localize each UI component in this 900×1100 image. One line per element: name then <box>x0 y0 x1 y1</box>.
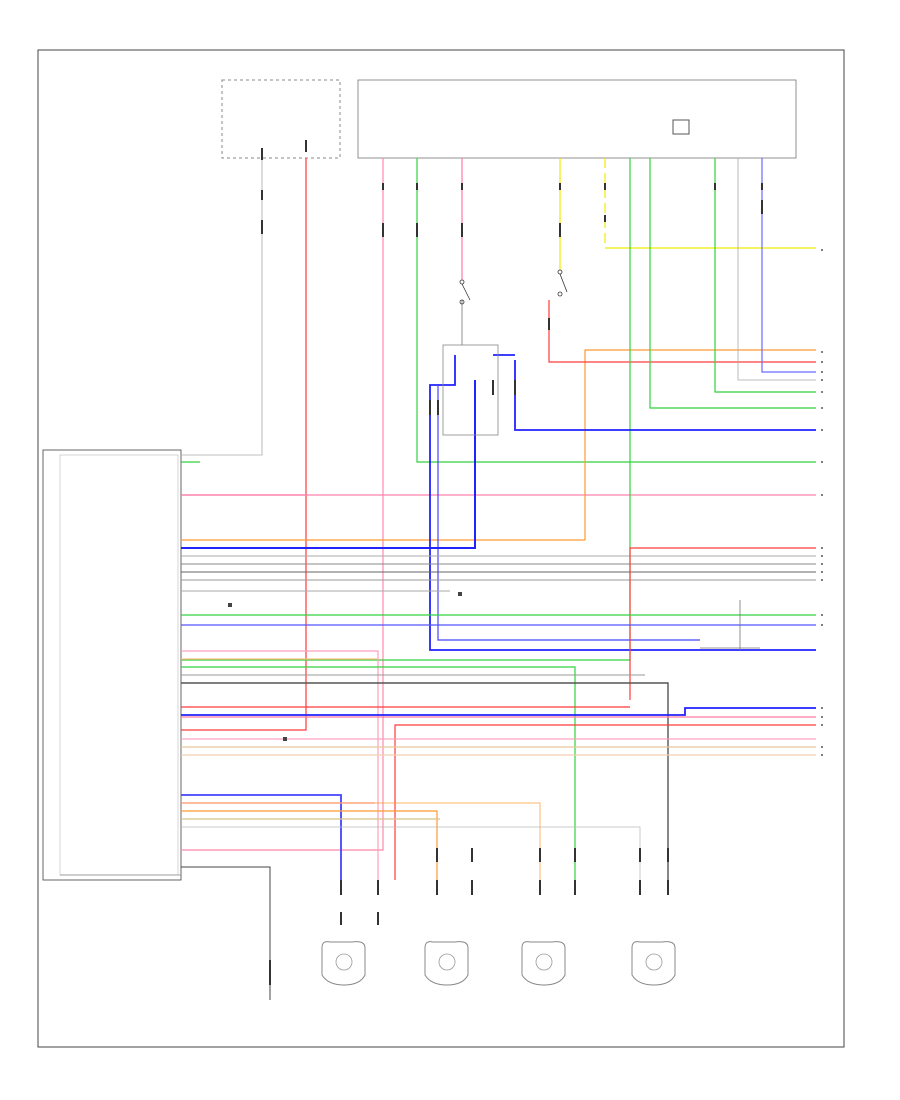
fuse-box-left <box>221 79 341 159</box>
diagram-frame <box>37 49 845 1048</box>
wire-green-right-3 <box>714 158 816 393</box>
wire-pink-low1 <box>181 650 379 880</box>
wire-gray-fuse-to-module <box>181 158 263 456</box>
wire-pink-fuse <box>181 158 384 851</box>
brake-switch-icon <box>459 279 471 305</box>
wire-red-stop <box>548 300 816 363</box>
wire-orange-lr <box>181 802 541 880</box>
sensor-right-front-icon <box>424 941 469 986</box>
wire-gray-right <box>737 158 816 381</box>
wire-blue-low <box>181 707 816 716</box>
wire-blue-relay-4 <box>437 385 700 641</box>
splice-icons <box>228 592 462 741</box>
wire-red-tr <box>629 547 816 700</box>
sensor-left-front-icon <box>321 941 366 986</box>
control-module <box>42 449 182 881</box>
relay-square-icon <box>672 119 690 135</box>
wire-gray-rr <box>181 826 641 880</box>
wire-blue-relay-3 <box>429 355 816 651</box>
wire-green-right-1 <box>181 158 631 661</box>
sensor-left-rear <box>521 941 566 986</box>
wire-dark-ground <box>181 866 271 1000</box>
sensor-right-rear-icon <box>631 941 676 986</box>
wire-dark-low <box>181 682 669 880</box>
right-terminals <box>821 249 823 756</box>
wire-orange-rf <box>181 810 438 880</box>
wire-green-fuse <box>416 158 816 463</box>
sensor-left-rear-icon <box>521 941 566 986</box>
stop-lamp-switch-icon <box>557 269 568 297</box>
wire-blue-lf <box>181 794 342 880</box>
sensor-right-front <box>424 941 469 986</box>
wire-blue-module <box>181 380 476 549</box>
wire-orange-right <box>584 349 816 540</box>
sensor-right-rear <box>631 941 676 986</box>
wire-blue-relay <box>514 360 816 431</box>
wire-red-power <box>181 158 307 731</box>
control-module-inner <box>59 454 179 876</box>
wire-green-right-2 <box>649 158 816 409</box>
wire-green-low <box>181 666 576 880</box>
sensor-left-front <box>321 941 366 986</box>
fuse-box-right <box>357 79 797 159</box>
wire-red-low2 <box>394 724 816 880</box>
connector-marks <box>261 140 763 985</box>
wires <box>60 158 816 1000</box>
wire-violet-right <box>761 158 816 373</box>
relay-box <box>442 344 499 436</box>
